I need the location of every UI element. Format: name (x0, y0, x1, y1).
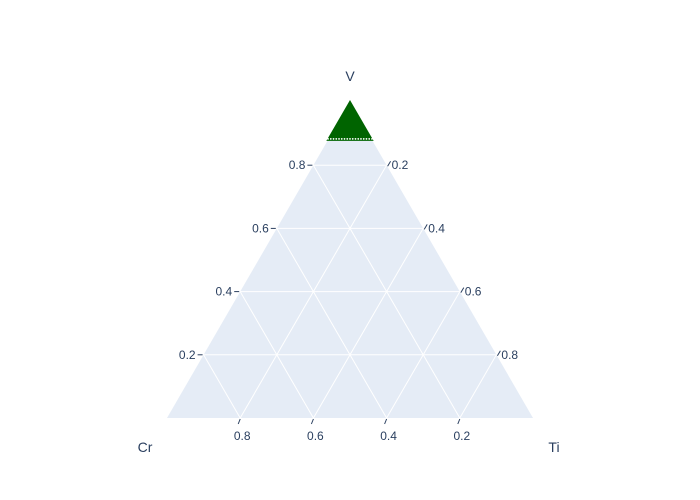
tick-mark-ti (387, 160, 392, 167)
series-marker (371, 138, 373, 140)
tick-label-ti: 0.8 (501, 348, 518, 362)
tick-label-ti: 0.6 (465, 285, 482, 299)
tick-label-v: 0.2 (179, 348, 196, 362)
series-marker (362, 138, 365, 140)
series-marker (360, 138, 362, 140)
gridline-ti (386, 291, 461, 419)
tick-label-cr: 0.8 (234, 429, 251, 443)
gridline-ti (312, 228, 424, 419)
tick-label-cr: 0.2 (453, 429, 470, 443)
tick-mark-ti (423, 224, 428, 230)
axis-title-cr: Cr (138, 439, 153, 455)
tick-mark-ti (460, 287, 465, 293)
series-marker (354, 138, 357, 140)
tick-label-cr: 0.6 (307, 429, 324, 443)
gridline-ti (459, 354, 497, 419)
series-marker (343, 138, 346, 140)
series-marker (327, 138, 329, 140)
tick-label-ti: 0.4 (428, 221, 445, 235)
series-marker (368, 138, 371, 140)
series-marker (329, 138, 332, 140)
tick-mark-cr (237, 418, 241, 425)
axis-title-v: V (345, 68, 355, 84)
tick-mark-ti (496, 350, 501, 357)
gridline-cr (239, 291, 314, 419)
tick-label-ti: 0.2 (392, 158, 409, 172)
tick-label-v: 0.4 (216, 285, 233, 299)
series-marker (340, 138, 343, 140)
series-marker (346, 138, 349, 140)
series-marker (365, 138, 368, 140)
tick-mark-cr (310, 418, 314, 425)
series-marker (338, 138, 340, 140)
tick-label-v: 0.8 (289, 158, 306, 172)
series-marker (357, 138, 360, 140)
tick-label-v: 0.6 (252, 221, 269, 235)
series-fill-0 (326, 100, 374, 141)
series-marker (335, 138, 338, 140)
tick-mark-cr (384, 418, 388, 425)
axis-title-ti: Ti (548, 439, 559, 455)
gridline-cr (203, 354, 241, 419)
series-marker (332, 138, 335, 140)
gridline-cr (276, 228, 388, 419)
ternary-background (167, 102, 533, 418)
series-marker (349, 138, 351, 140)
tick-label-cr: 0.4 (380, 429, 397, 443)
tick-mark-cr (457, 418, 461, 425)
series-marker (351, 138, 354, 140)
